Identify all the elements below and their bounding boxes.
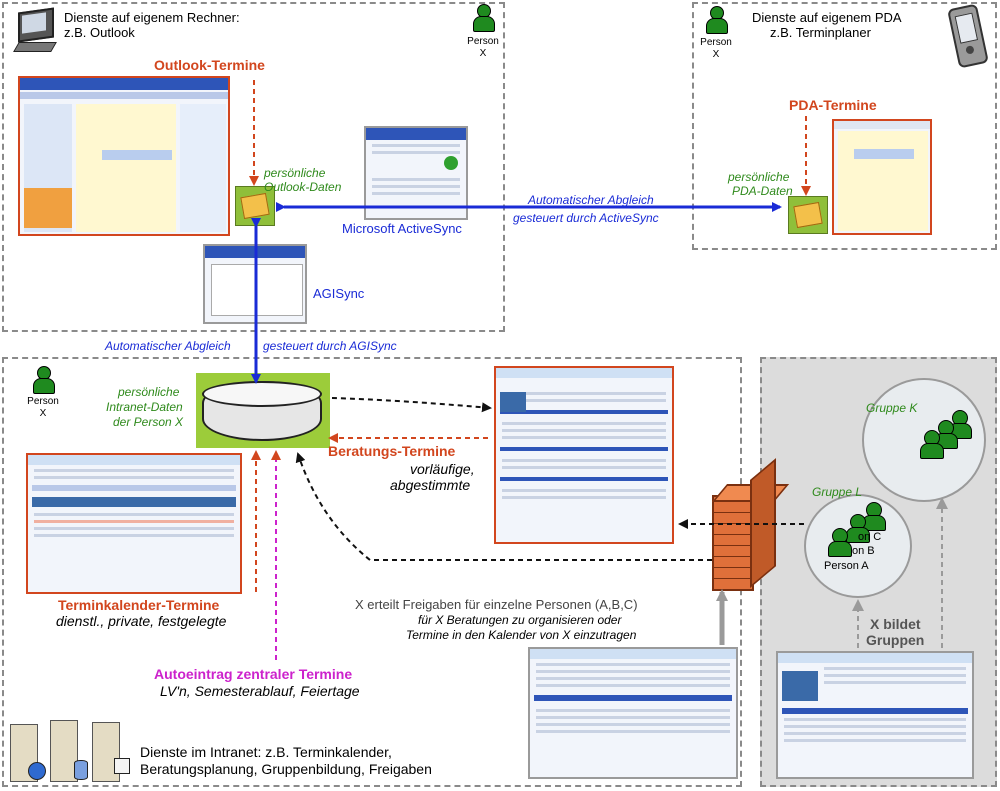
person-b-label: on B: [852, 545, 875, 557]
freigaben-line2: für X Beratungen zu organisieren oder: [418, 613, 622, 627]
agisync-label: AGISync: [313, 286, 365, 301]
beratung-sub2: abgestimmte: [390, 477, 471, 493]
servers-icon: [6, 718, 134, 784]
arrow-firewall-to-db: [295, 452, 712, 561]
person-x-label-pda: Person: [700, 37, 732, 48]
intranet-data-line1: persönliche: [118, 385, 180, 399]
beratung-screenshot: [494, 366, 674, 544]
region-own-pda-line2: z.B. Terminplaner: [770, 25, 871, 40]
auto-sync-agisync-part2: gesteuert durch AGISync: [263, 339, 397, 353]
terminkalender-sub: dienstl., private, festgelegte: [56, 613, 227, 629]
autoeintrag-sub: LV'n, Semesterablauf, Feiertage: [160, 683, 360, 699]
person-x-name-pda: X: [712, 49, 720, 60]
gruppe-l-persons-icon: [822, 500, 892, 560]
person-x-label-intranet: Person: [27, 396, 59, 407]
person-x-label-top: Person: [467, 36, 499, 47]
gruppe-k-circle: [862, 378, 986, 502]
outlook-data-line1: persönliche: [264, 166, 326, 180]
region-own-computer-line2: z.B. Outlook: [64, 25, 135, 40]
gruppe-k-persons-icon: [912, 408, 978, 468]
arrow-db-to-beratung: [331, 397, 492, 413]
outlook-screenshot: [18, 76, 230, 236]
gruppe-l-label: Gruppe L: [812, 485, 863, 499]
terminkalender-title: Terminkalender-Termine: [58, 597, 220, 613]
x-bildet-line1: X bildet: [870, 616, 921, 632]
region-intranet-line2: Beratungsplanung, Gruppenbildung, Freiga…: [140, 761, 432, 777]
pda-data-line2: PDA-Daten: [732, 184, 793, 198]
freigaben-screenshot: [528, 647, 738, 779]
freigaben-line3: Termine in den Kalender von X einzutrage…: [406, 628, 637, 642]
region-intranet-line1: Dienste im Intranet: z.B. Terminkalender…: [140, 744, 392, 760]
x-bildet-line2: Gruppen: [866, 632, 925, 648]
person-x-icon-top: [472, 4, 495, 34]
person-a-label: Person A: [824, 560, 869, 572]
autoeintrag-title: Autoeintrag zentraler Termine: [154, 666, 353, 682]
beratung-sub1: vorläufige,: [410, 461, 475, 477]
outlook-data-line2: Outlook-Daten: [264, 180, 342, 194]
gruppe-k-label: Gruppe K: [866, 401, 918, 415]
intranet-data-line3: der Person X: [113, 415, 184, 429]
pda-data-line1: persönliche: [728, 170, 790, 184]
terminkalender-screenshot: [26, 453, 242, 594]
gruppe-l-circle: [804, 494, 912, 598]
intranet-database-icon: [196, 373, 330, 448]
beratung-title: Beratungs-Termine: [328, 443, 456, 459]
outlook-title: Outlook-Termine: [154, 57, 265, 73]
person-c-label: on C: [858, 531, 882, 543]
pda-data-icon: [788, 196, 828, 234]
pda-title: PDA-Termine: [789, 97, 877, 113]
pda-screenshot: [832, 119, 932, 235]
gruppen-screenshot: [776, 651, 974, 779]
person-x-icon-intranet: [32, 366, 55, 396]
activesync-label: Microsoft ActiveSync: [342, 221, 462, 236]
person-x-name-intranet: X: [39, 408, 47, 419]
region-own-pda-line1: Dienste auf eigenem PDA: [752, 10, 902, 25]
auto-sync-activesync-line2: gesteuert durch ActiveSync: [513, 211, 659, 225]
intranet-data-line2: Intranet-Daten: [106, 400, 183, 414]
freigaben-line1: X erteilt Freigaben für einzelne Persone…: [355, 597, 638, 612]
region-own-computer-line1: Dienste auf eigenem Rechner:: [64, 10, 240, 25]
auto-sync-agisync-part1: Automatischer Abgleich: [105, 339, 231, 353]
person-x-name-top: X: [479, 48, 487, 59]
region-own-pda: [692, 2, 997, 250]
person-x-icon-pda: [705, 6, 728, 36]
